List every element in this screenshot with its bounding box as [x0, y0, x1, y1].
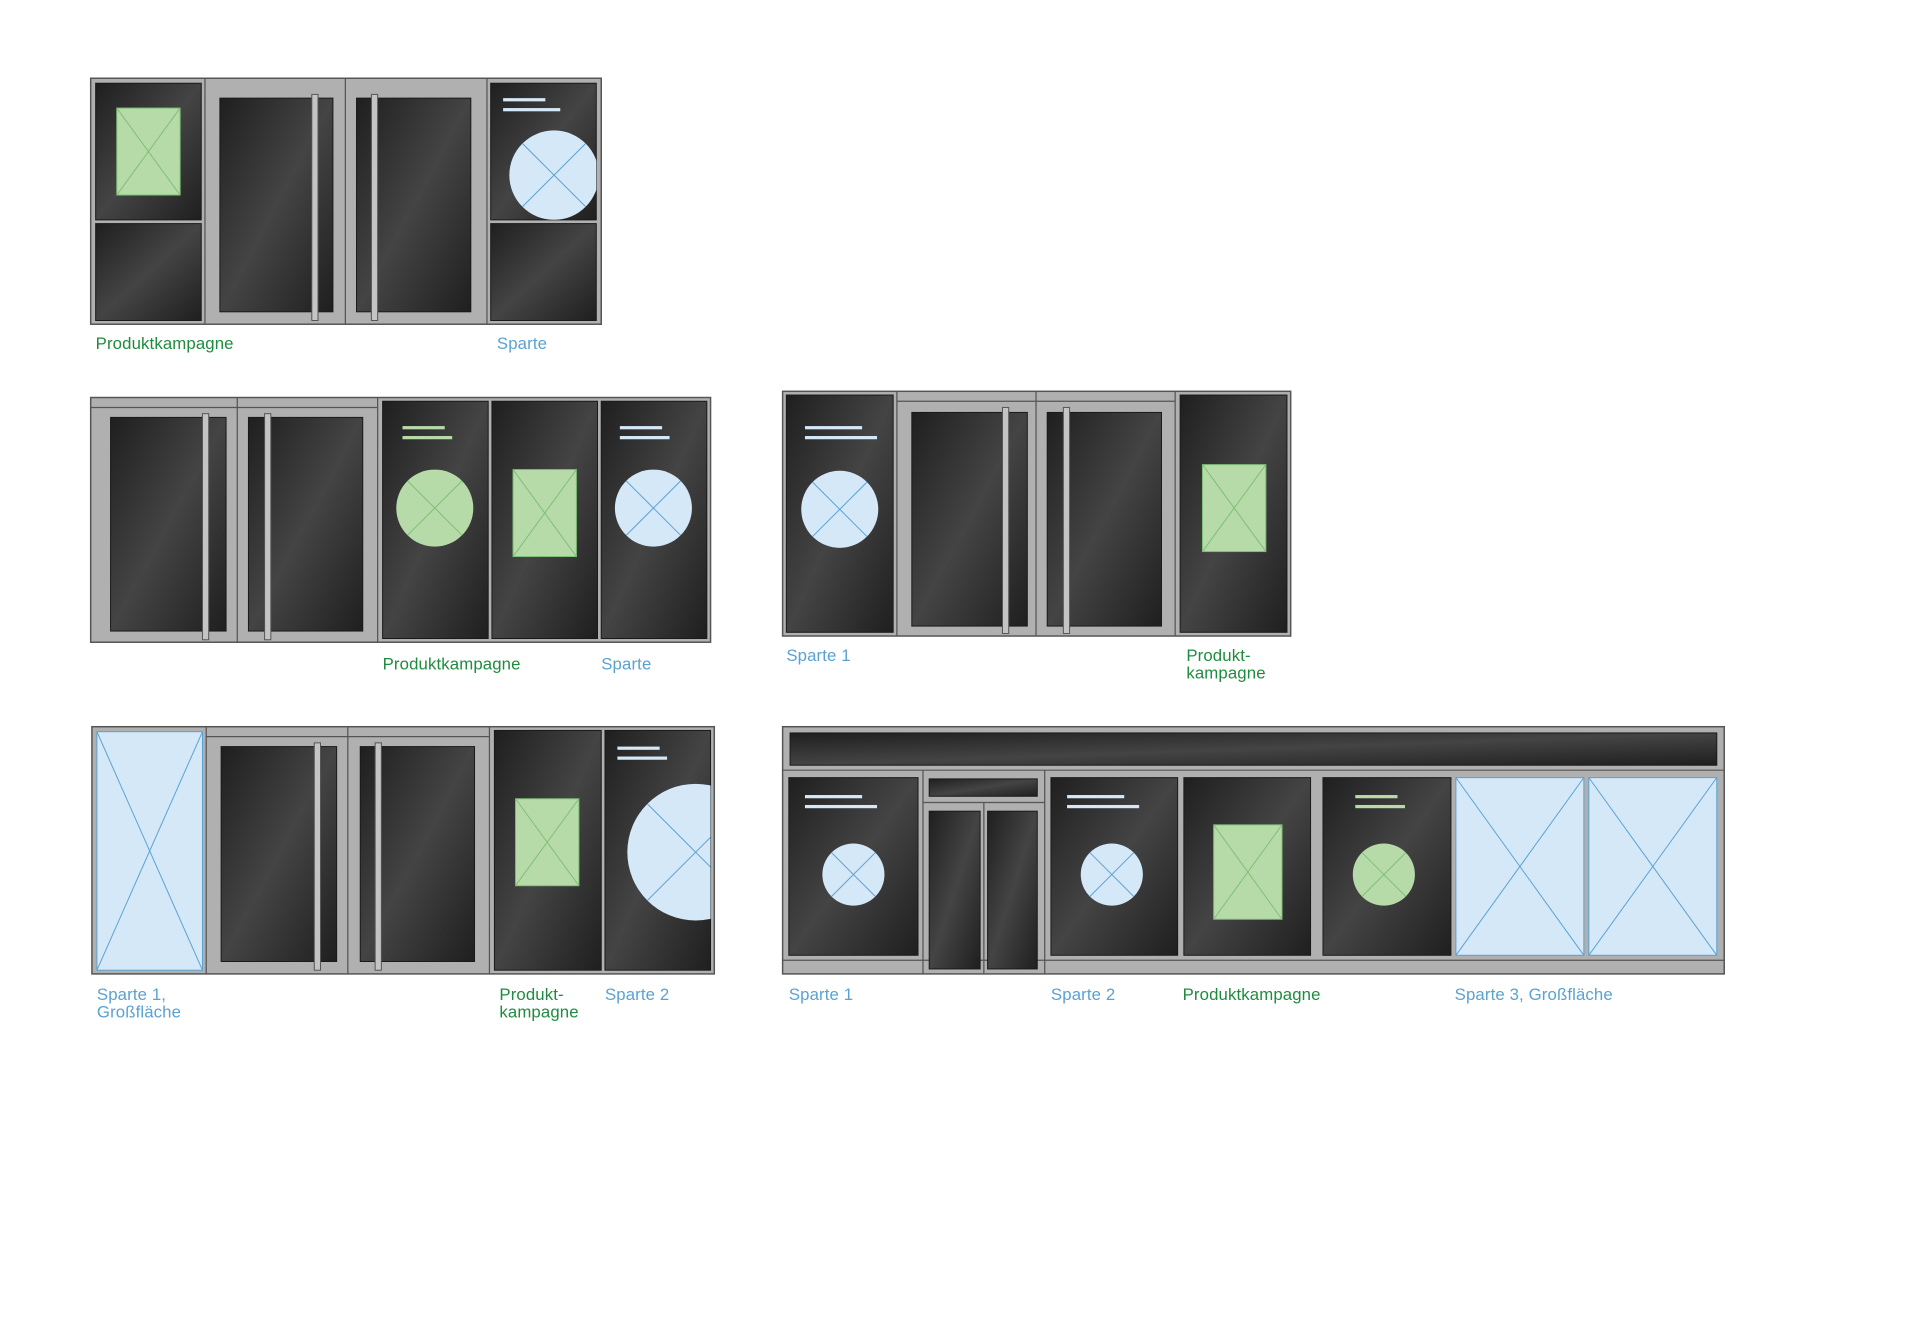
text-line: [804, 804, 878, 809]
text-line: [617, 756, 668, 760]
product-poster-placeholder: [1213, 824, 1283, 920]
door-handle: [313, 742, 321, 971]
placeholder-cross: [515, 798, 580, 887]
placeholder-cross: [812, 481, 868, 537]
display-window-bottom-left: [95, 223, 202, 321]
text-line: [804, 795, 863, 799]
headline-lines-icon: [619, 426, 670, 440]
text-line: [617, 746, 660, 750]
label-sparte-1-line1: Sparte 1,: [96, 985, 167, 1004]
text-line: [619, 426, 663, 430]
placeholder: [509, 130, 597, 220]
product-poster-placeholder: [515, 798, 580, 887]
placeholder-cross: [1202, 464, 1267, 552]
headline-lines-icon: [1067, 795, 1140, 809]
division-large-poster-placeholder: [96, 731, 203, 971]
storefront-a: [89, 77, 602, 325]
placeholder-cross: [512, 469, 577, 557]
label-kampagne-line2: kampagne: [1186, 663, 1266, 682]
label-grossflaeche-line2: Großfläche: [96, 1002, 182, 1022]
storefront-e: [781, 725, 1725, 975]
headline-lines-icon: [617, 746, 668, 760]
division-poster-placeholder: [627, 783, 711, 921]
fascia-band: [789, 732, 1718, 766]
label-produktkampagne: Produktkampagne: [1182, 985, 1321, 1004]
door-glass-left: [928, 810, 981, 970]
division-poster-placeholder: [822, 843, 885, 906]
division-poster-clipped: [627, 783, 711, 921]
division-poster-placeholder: [801, 470, 879, 548]
product-poster-placeholder: [1201, 464, 1267, 553]
label-sparte: Sparte: [496, 334, 548, 353]
headline-lines-icon: [804, 795, 878, 809]
placeholder-cross: [1455, 777, 1585, 956]
label-sparte-2: Sparte 2: [604, 985, 670, 1004]
label-produkt-line1: Produkt-: [1186, 645, 1251, 665]
storefront-b: [89, 396, 712, 643]
text-line: [1355, 804, 1405, 809]
division-poster-placeholder: [1080, 843, 1143, 906]
door-handle: [264, 413, 272, 641]
storefront-c: [781, 390, 1292, 637]
division-poster-clipped: [509, 130, 597, 220]
label-sparte-1: Sparte 1: [788, 985, 854, 1004]
placeholder-cross: [1213, 824, 1283, 920]
label-kampagne-line2: kampagne: [499, 1002, 579, 1022]
label-produkt-line1: Produkt-: [499, 985, 564, 1004]
division-poster-placeholder: [509, 130, 597, 220]
door-handle: [374, 742, 382, 971]
division-large-poster-right: [1588, 777, 1718, 956]
headline-lines-icon: [1355, 795, 1405, 809]
placeholder-cross: [116, 107, 181, 196]
text-line: [1067, 804, 1140, 809]
door-handle: [370, 93, 379, 321]
label-produktkampagne: Produktkampagne: [95, 334, 234, 353]
text-line: [1067, 795, 1125, 799]
text-line: [503, 108, 561, 112]
text-line: [402, 436, 453, 440]
placeholder-cross: [407, 480, 463, 536]
label-sparte-1: Sparte 1: [786, 645, 851, 665]
product-poster-placeholder: [1352, 843, 1415, 906]
placeholder-cross: [522, 143, 587, 208]
text-line: [503, 98, 546, 102]
placeholder-cross: [96, 731, 203, 971]
storefront-d: [91, 725, 716, 975]
text-line: [402, 426, 445, 430]
placeholder-cross: [646, 836, 711, 901]
placeholder: [627, 783, 711, 921]
placeholder-cross: [1361, 852, 1407, 897]
text-line: [804, 426, 863, 430]
door-handle: [1001, 406, 1010, 635]
product-poster-placeholder: [116, 107, 181, 196]
text-line: [619, 436, 670, 440]
door-transom-glass: [928, 778, 1038, 797]
headline-lines-icon: [503, 98, 561, 112]
door-handle: [201, 413, 210, 641]
division-poster-placeholder: [614, 469, 692, 547]
headline-lines-icon: [804, 426, 878, 440]
placeholder-circle: [627, 783, 711, 921]
product-poster-placeholder: [512, 469, 577, 558]
door-handle: [1062, 406, 1071, 635]
door-glass-left: [911, 411, 1028, 627]
division-large-poster-left: [1455, 777, 1585, 956]
door-glass-right: [987, 810, 1038, 970]
door-handle: [311, 93, 319, 321]
text-line: [1355, 795, 1398, 799]
placeholder-cross: [831, 852, 876, 897]
headline-lines-icon: [402, 426, 453, 440]
placeholder-cross: [1588, 777, 1718, 956]
storefront-diagrams: [89, 77, 1725, 975]
label-sparte-3-grossflaeche: Sparte 3, Großfläche: [1454, 985, 1613, 1004]
label-sparte-2: Sparte 2: [1050, 985, 1116, 1004]
label-produktkampagne: Produktkampagne: [382, 654, 521, 674]
display-window-bottom-right: [490, 223, 597, 321]
placeholder-cross: [625, 480, 681, 536]
placeholder-cross: [1089, 852, 1135, 897]
product-poster-placeholder: [396, 469, 474, 547]
text-line: [804, 436, 878, 440]
label-sparte: Sparte: [601, 654, 652, 674]
